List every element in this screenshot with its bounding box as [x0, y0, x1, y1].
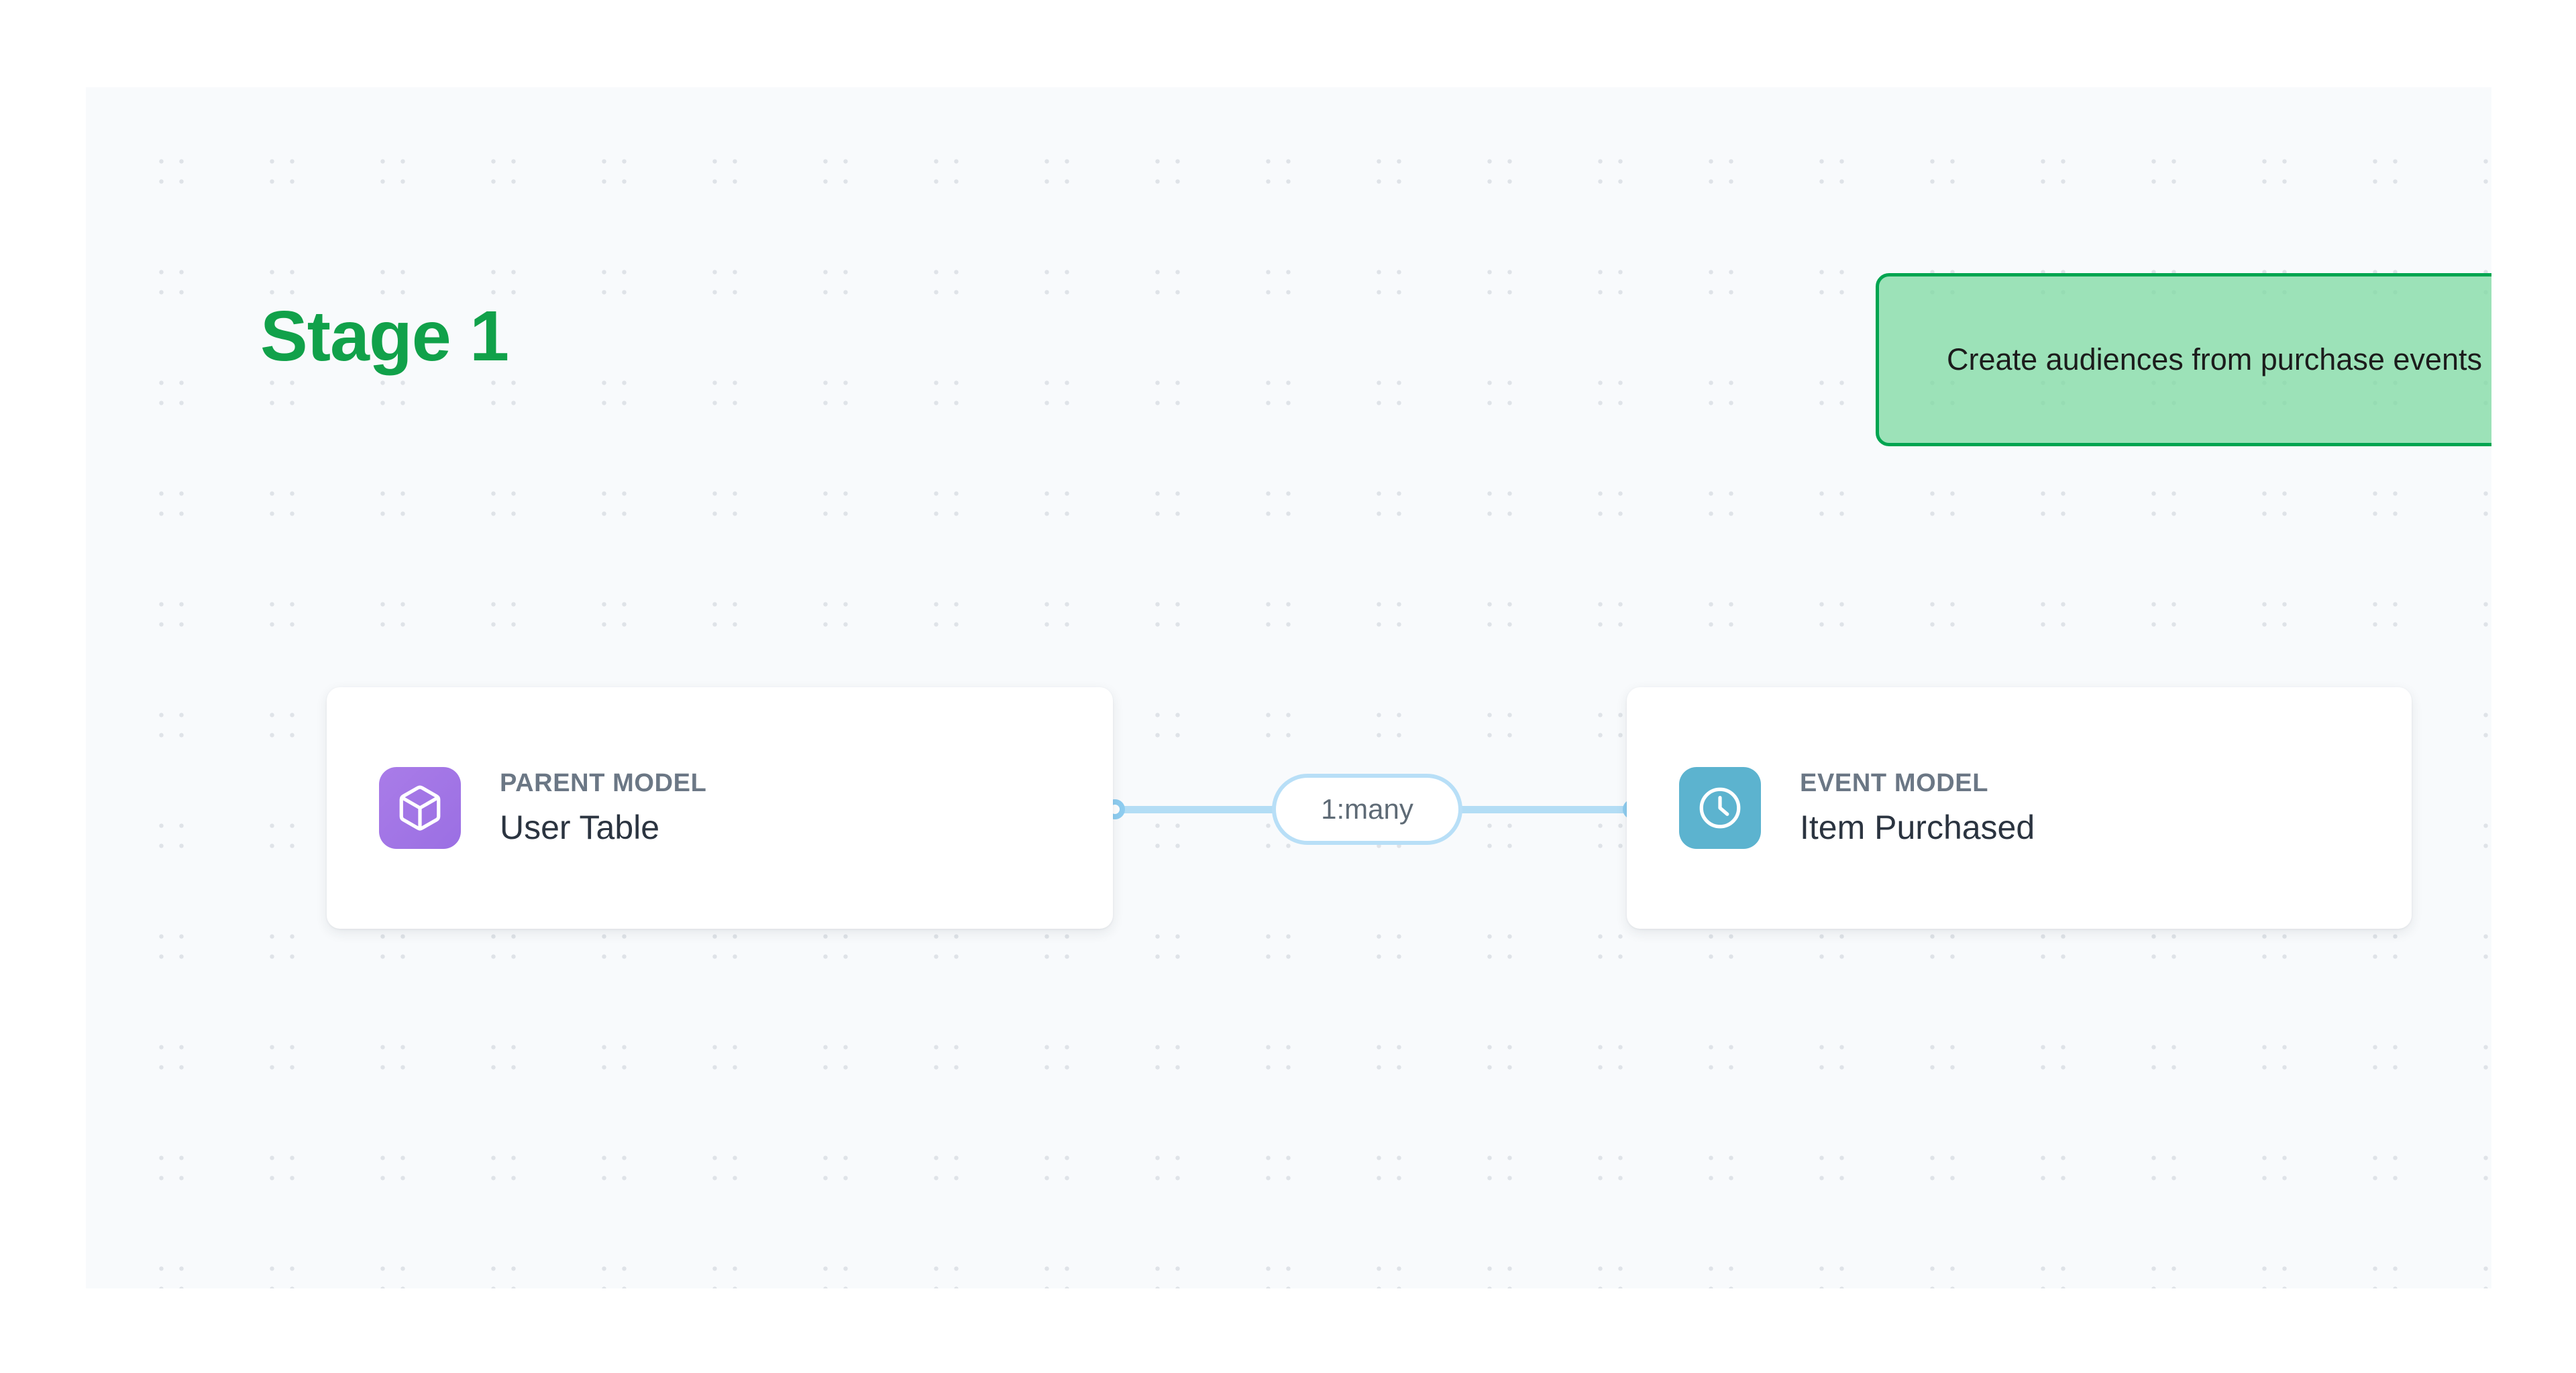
node-text-event: EVENT MODEL Item Purchased — [1800, 768, 2035, 847]
node-card-event-model[interactable]: EVENT MODEL Item Purchased — [1627, 687, 2412, 929]
edge-line-left — [1113, 806, 1284, 813]
annotation-text: Create audiences from purchase events — [1947, 342, 2482, 376]
edge-line-right — [1454, 806, 1630, 813]
edge-cardinality-text: 1:many — [1321, 793, 1413, 825]
node-text-parent: PARENT MODEL User Table — [500, 768, 707, 847]
edge-cardinality-label[interactable]: 1:many — [1272, 774, 1462, 845]
node-kicker-event: EVENT MODEL — [1800, 768, 1989, 797]
cube-icon — [379, 767, 461, 849]
clock-icon — [1679, 767, 1761, 849]
stage-title: Stage 1 — [260, 297, 509, 376]
node-card-parent-model[interactable]: PARENT MODEL User Table — [327, 687, 1113, 929]
annotation-callout: Create audiences from purchase events — [1876, 273, 2491, 446]
node-kicker-parent: PARENT MODEL — [500, 768, 707, 797]
diagram-canvas[interactable]: Stage 1 Create audiences from purchase e… — [86, 87, 2491, 1288]
node-title-event: Item Purchased — [1800, 809, 2035, 847]
node-title-parent: User Table — [500, 809, 660, 847]
